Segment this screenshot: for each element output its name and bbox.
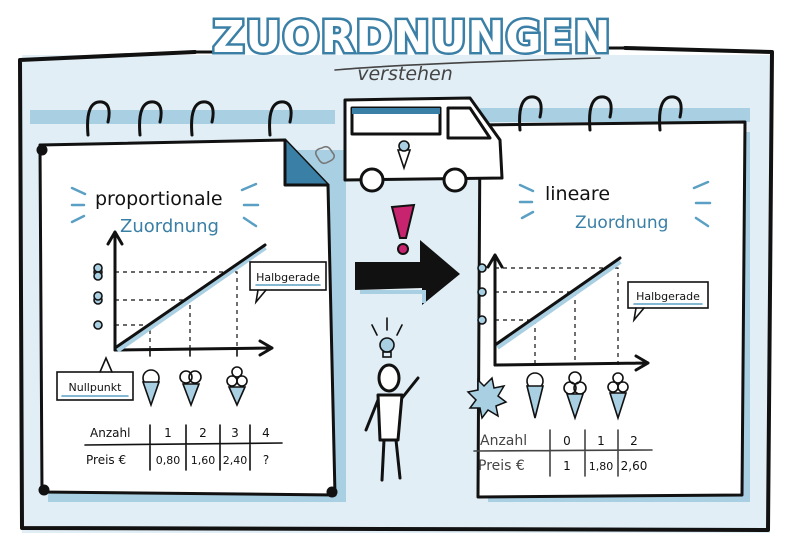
coin-icon xyxy=(477,315,487,325)
svg-text:Halbgerade: Halbgerade xyxy=(256,271,320,284)
table-cell: 0 xyxy=(563,434,571,448)
thinking-person-icon xyxy=(364,317,420,482)
ice-cream-cone-icon xyxy=(141,369,161,408)
coin-icon xyxy=(93,320,103,330)
exclamation-icon xyxy=(390,203,416,255)
binder-strip-left xyxy=(30,110,335,124)
left-proportional-chart xyxy=(93,230,274,408)
right-arrow-icon xyxy=(355,240,460,305)
emphasis-rays xyxy=(70,182,260,228)
table-cell: 2,40 xyxy=(223,454,248,467)
proportional-line xyxy=(113,243,267,350)
table-cell: 2 xyxy=(199,426,207,440)
coin-icon xyxy=(477,287,487,297)
table-cell: 4 xyxy=(262,426,270,440)
table-cell: 1 xyxy=(597,434,605,448)
table-cell: 3 xyxy=(231,426,239,440)
binder-strip-right xyxy=(480,108,750,122)
left-binder-rings xyxy=(86,100,293,137)
callout-nullpunkt: Nullpunkt xyxy=(56,355,134,401)
right-linear-chart xyxy=(466,253,650,421)
coin-icon xyxy=(477,263,487,273)
right-value-table: Anzahl Preis € 0 1 2 1 1,80 2,60 xyxy=(473,429,653,477)
left-heading-line2: Zuordnung xyxy=(120,216,219,237)
ice-cream-cone-icon xyxy=(525,372,545,419)
table-cell: 1 xyxy=(563,459,571,473)
table-cell: 1 xyxy=(164,426,172,440)
left-notebook-page xyxy=(36,138,346,502)
left-value-table: Anzahl Preis € 1 2 3 4 0,80 1,60 2,40 ? xyxy=(84,424,283,471)
x-axis xyxy=(493,354,650,372)
table-row-label: Preis € xyxy=(86,453,126,467)
x-axis xyxy=(113,339,274,357)
ice-cream-truck-icon xyxy=(314,96,504,193)
table-cell: 2,60 xyxy=(621,459,648,473)
emphasis-rays xyxy=(518,180,712,228)
svg-text:Nullpunkt: Nullpunkt xyxy=(69,381,123,394)
callout-halbgerade-right: Halbgerade xyxy=(627,281,709,323)
table-cell: 1,80 xyxy=(589,460,614,473)
ice-cream-cone-icon xyxy=(179,370,202,408)
y-axis xyxy=(486,253,504,367)
table-row-label: Anzahl xyxy=(480,433,527,449)
ice-cream-cone-icon xyxy=(607,372,629,421)
right-binder-rings xyxy=(518,95,683,132)
y-axis xyxy=(106,230,124,352)
ice-cream-cone-icon xyxy=(563,371,587,421)
table-cell: ? xyxy=(263,453,269,467)
right-heading-line2: Zuordnung xyxy=(575,213,668,233)
subtitle: verstehen xyxy=(357,63,453,85)
linear-line xyxy=(493,256,622,347)
table-cell: 1,60 xyxy=(191,454,216,467)
main-title: ZUORDNUNGEN xyxy=(213,12,612,63)
svg-text:Halbgerade: Halbgerade xyxy=(636,290,700,303)
callout-halbgerade-left: Halbgerade xyxy=(249,261,327,305)
left-heading-line1: proportionale xyxy=(95,188,223,210)
table-row-label: Preis € xyxy=(478,458,525,474)
starburst-icon xyxy=(466,376,508,420)
table-cell: 0,80 xyxy=(156,454,181,467)
page-corner-fold xyxy=(285,140,328,185)
right-heading-line1: lineare xyxy=(545,183,610,205)
table-row-label: Anzahl xyxy=(90,426,130,440)
ice-cream-cone-icon xyxy=(226,366,248,407)
right-notebook-page xyxy=(476,120,750,502)
table-cell: 2 xyxy=(630,434,638,448)
